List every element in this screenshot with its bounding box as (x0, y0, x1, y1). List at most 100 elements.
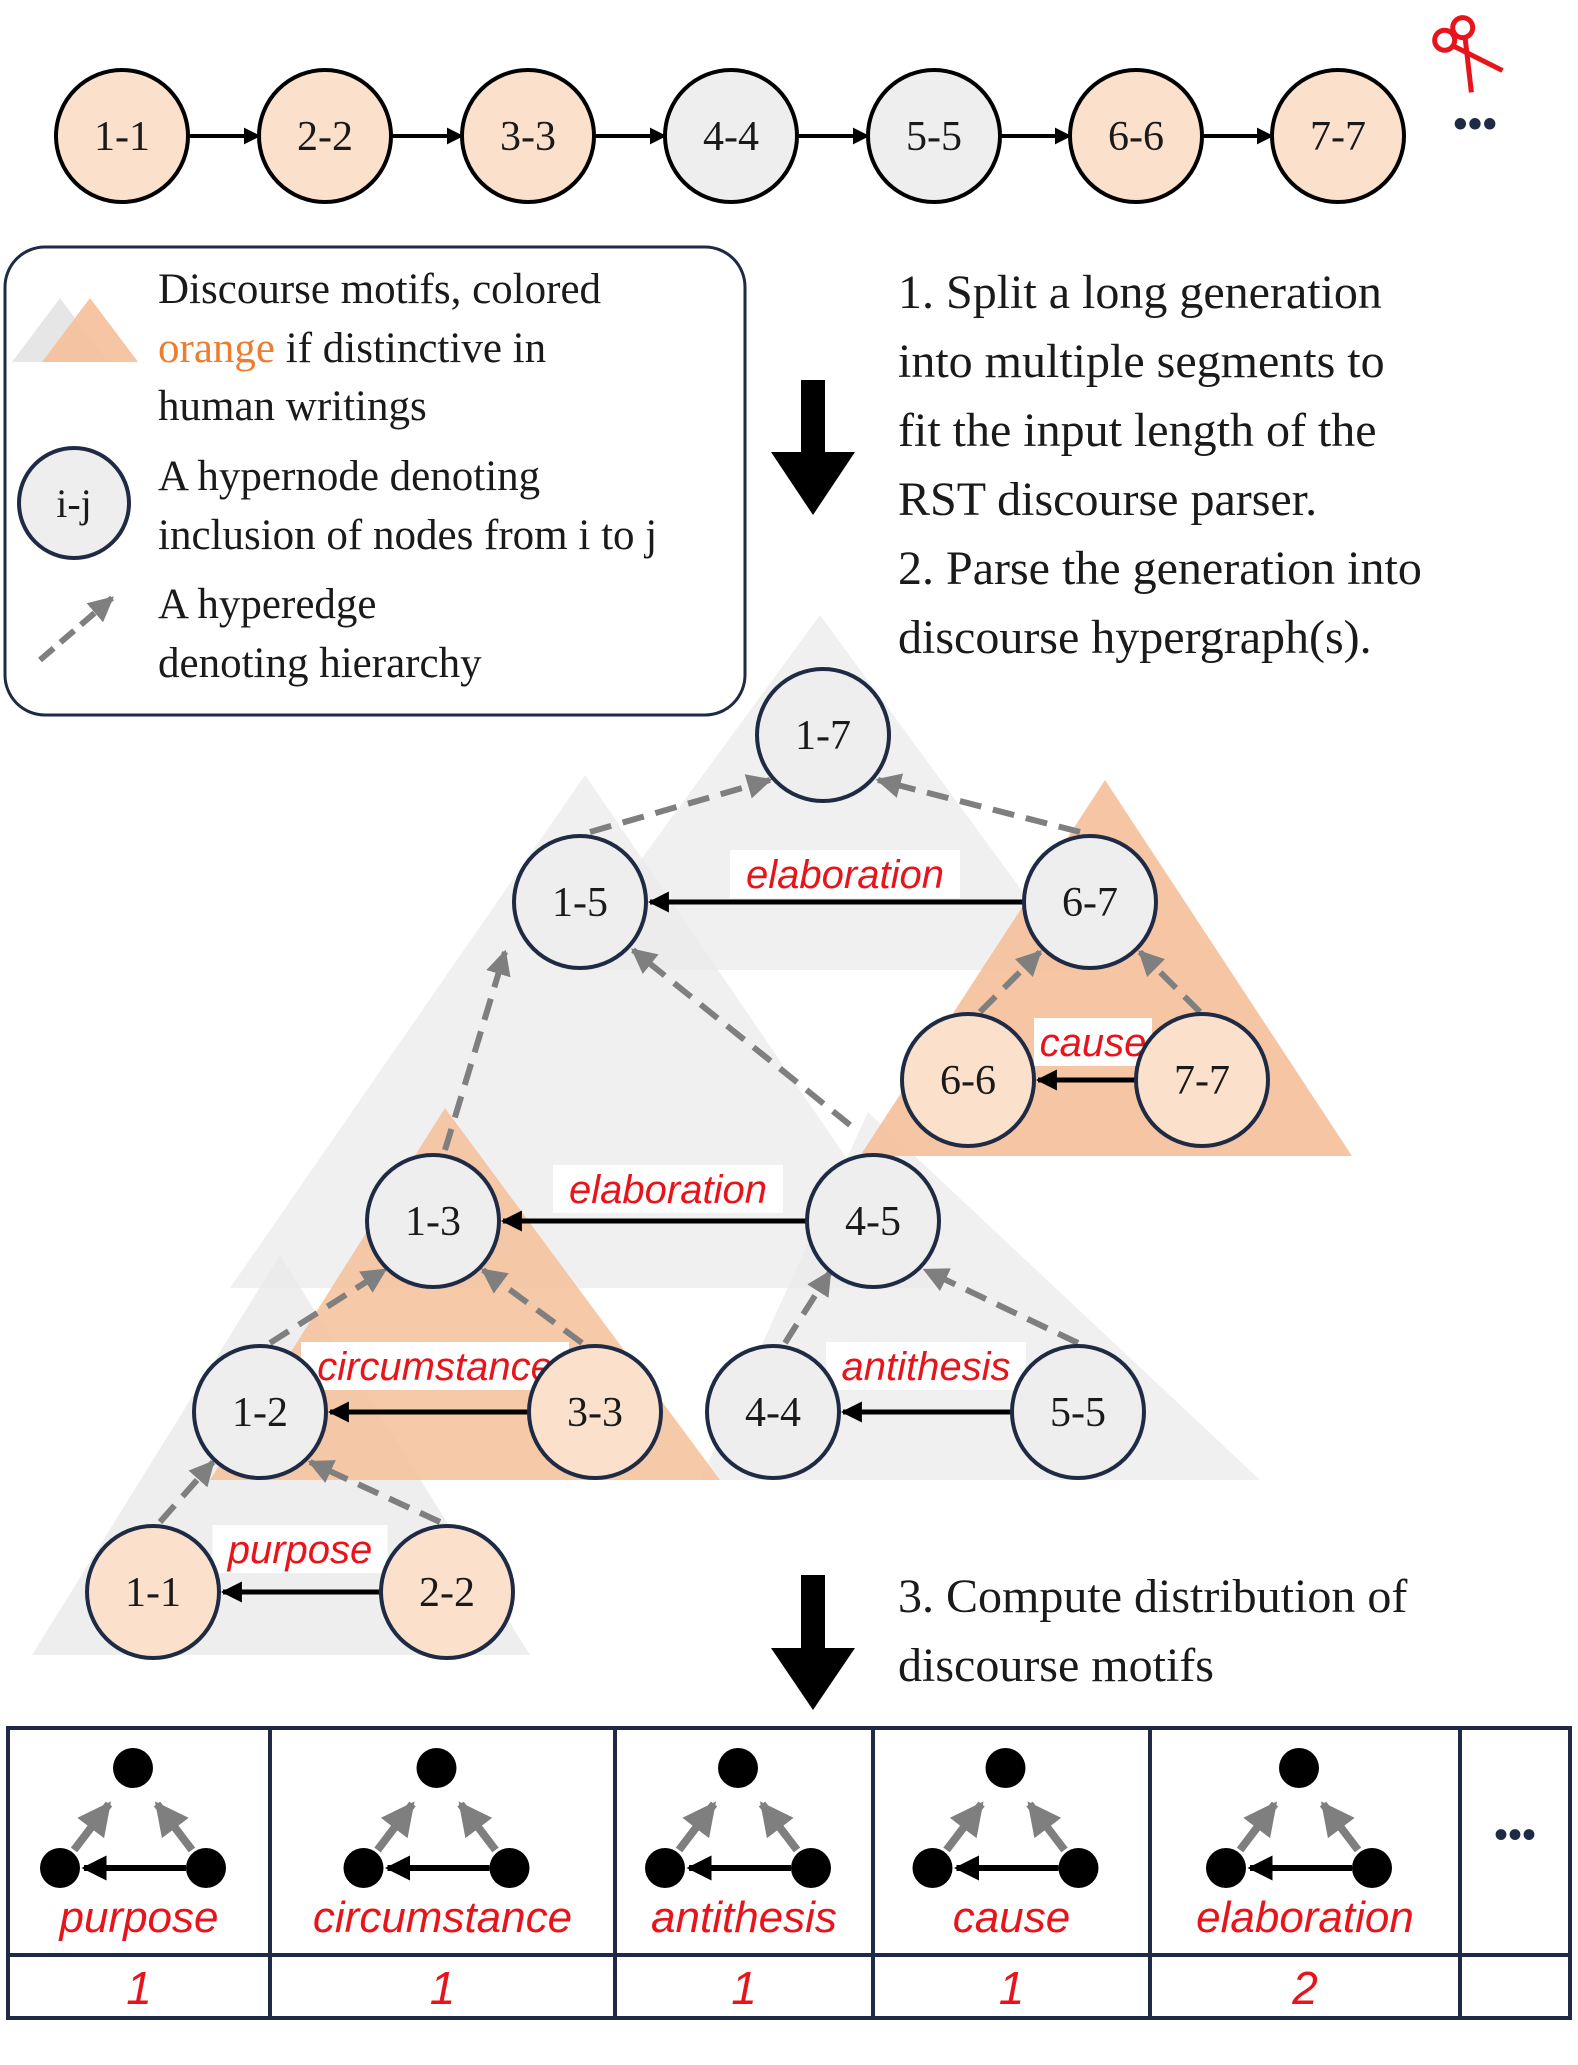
motif-triangles (32, 615, 1352, 1655)
legend-motif-line2: orange if distinctive in (158, 325, 546, 372)
hypernode: 6-7 (1022, 834, 1158, 970)
relation-label: cause (1040, 1021, 1147, 1065)
sequence-node: 7-7 (1270, 68, 1406, 204)
hypernode-circle (1022, 834, 1158, 970)
hyperedge-arrow (1137, 949, 1203, 1015)
hypernode-label: 6-6 (940, 1058, 996, 1104)
hypernode-circle (527, 1344, 663, 1480)
hypernode-label: 3-3 (567, 1390, 623, 1436)
legend-hypernode-line2: inclusion of nodes from i to j (158, 512, 657, 559)
hyperedge-arrow (307, 1459, 442, 1525)
legend-hyperedge-line2: denoting hierarchy (158, 640, 482, 687)
motif-name: cause (953, 1893, 1070, 1942)
step-line: into multiple segments to (898, 335, 1385, 388)
hyperedge-arrow (480, 1267, 584, 1346)
motif-count: 1 (430, 1962, 456, 2014)
motif-count: 2 (1291, 1962, 1318, 2014)
sequence-node-circle (663, 68, 799, 204)
hyperedge-arrow (589, 774, 773, 835)
hypernode-circle (1010, 1344, 1146, 1480)
sequence-node: 3-3 (460, 68, 596, 204)
sequence-node: 5-5 (866, 68, 1002, 204)
hyperedge-arrow (782, 1269, 833, 1345)
hypernode: 4-4 (705, 1344, 841, 1480)
sequence-node: 4-4 (663, 68, 799, 204)
legend-hypernode-sample (17, 446, 131, 560)
hypernode-circle (85, 1524, 221, 1660)
down-arrow-icon (771, 380, 855, 515)
hypernode: 2-2 (379, 1524, 515, 1660)
hyperedge-arrow (875, 773, 1081, 835)
scissors-icon (1432, 15, 1504, 93)
step-line: discourse hypergraph(s). (898, 611, 1372, 664)
relation-label: elaboration (569, 1168, 767, 1212)
sequence-node-label: 6-6 (1108, 114, 1164, 160)
sequence-node-circle (54, 68, 190, 204)
hypernode-circle (512, 834, 648, 970)
hypernode-label: 6-7 (1062, 880, 1118, 926)
motif-count: 1 (999, 1962, 1025, 2014)
hypernode-circle (365, 1153, 501, 1289)
hypernode-label: 5-5 (1050, 1390, 1106, 1436)
hypernode-circle (1134, 1012, 1270, 1148)
hyperedge-arrow (922, 1267, 1080, 1346)
step-line: 2. Parse the generation into (898, 542, 1422, 595)
steps-1-2-text: 1. Split a long generation into multiple … (898, 266, 1422, 664)
table-ellipsis: ••• (1494, 1812, 1536, 1857)
step-line: discourse motifs (898, 1639, 1214, 1692)
step-line: 1. Split a long generation (898, 266, 1382, 319)
motif-glyph-icon (1206, 1748, 1392, 1888)
motif-glyph-icon (343, 1748, 530, 1888)
hypernode-label: 1-1 (125, 1570, 181, 1616)
sequence-node-circle (1068, 68, 1204, 204)
sequence-node-circle (460, 68, 596, 204)
motif-legend-icon (12, 298, 138, 362)
hyperedge-arrow (157, 1460, 216, 1524)
relation-label-bg (553, 1165, 783, 1213)
legend-hypernode-line1: A hypernode denoting (158, 453, 540, 500)
step-line: RST discourse parser. (898, 473, 1317, 526)
hyperedge-arrow (977, 949, 1043, 1015)
hyperedge-arrow (631, 947, 852, 1128)
hypernode-label: 4-5 (845, 1199, 901, 1245)
hypernode-label: 1-2 (232, 1390, 288, 1436)
legend-hyperedge-sample (38, 595, 114, 663)
table-frame (6, 1726, 1572, 2020)
hypernode-circle (900, 1012, 1036, 1148)
motif-column: antithesis 1 (645, 1748, 837, 2014)
sequence-node: 2-2 (257, 68, 393, 204)
motif-name: elaboration (1196, 1893, 1414, 1942)
step-line: fit the input length of the (898, 404, 1377, 457)
legend: Discourse motifs, colored orange if dist… (3, 245, 747, 717)
relation-label-bg (212, 1525, 388, 1573)
hypernode-label: 1-5 (552, 880, 608, 926)
legend-hyperedge-line1: A hyperedge (158, 581, 377, 628)
hyperedge-arrow (442, 949, 511, 1151)
hypernode: 1-7 (755, 667, 891, 803)
motif-name: purpose (57, 1893, 218, 1942)
motif-name: antithesis (651, 1893, 837, 1942)
hypernode: 6-6 (900, 1012, 1036, 1148)
down-arrow-icon (771, 1575, 855, 1710)
relation-label-bg (301, 1342, 569, 1390)
hypernode-circle (755, 667, 891, 803)
hypernode-circle (805, 1153, 941, 1289)
hypernode-circle (705, 1344, 841, 1480)
sequence-node-label: 3-3 (500, 114, 556, 160)
sequence-node-label: 2-2 (297, 114, 353, 160)
motif-count: 1 (731, 1962, 757, 2014)
relation-label: elaboration (746, 853, 944, 897)
motif-glyph-icon (645, 1748, 831, 1888)
sequence-node-circle (257, 68, 393, 204)
legend-motif-line3: human writings (158, 383, 427, 430)
sequence-node-circle (1270, 68, 1406, 204)
legend-frame (3, 245, 747, 717)
relation-label-bg (730, 850, 960, 898)
hypernode-label: 4-4 (745, 1390, 801, 1436)
